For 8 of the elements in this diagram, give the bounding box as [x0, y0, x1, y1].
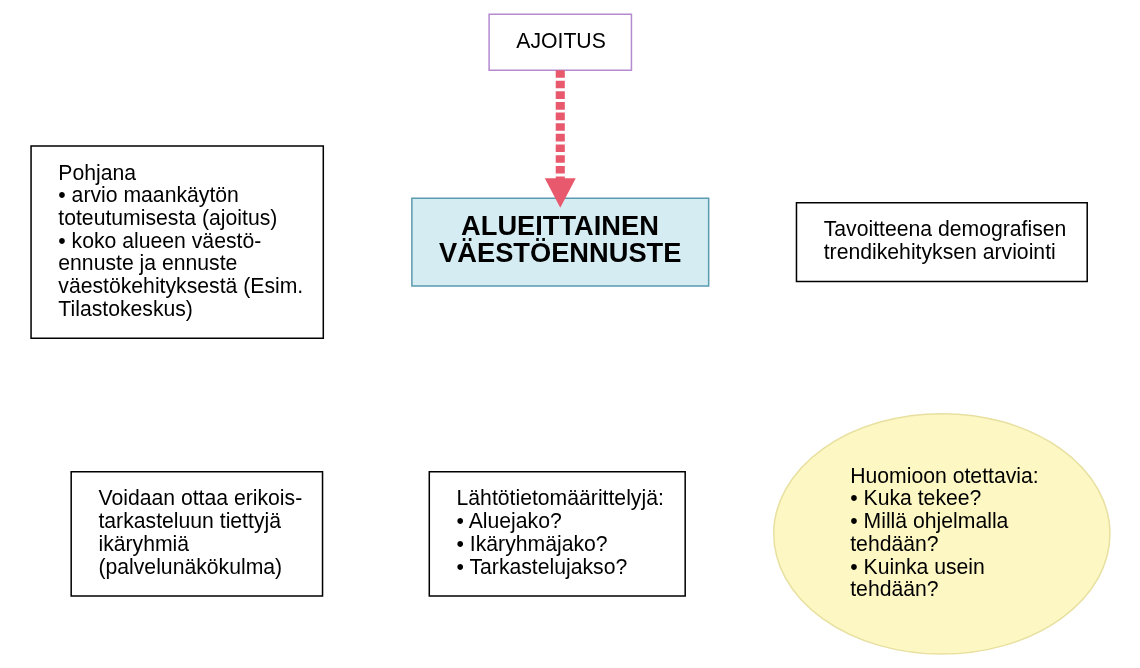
- node-box: Tavoitteena demografisen trendikehityksen arviointi: [795, 201, 1088, 283]
- node-box: Lähtötietomäärittelyjä: • Aluejako? • Ikäryhmäjako? • Tarkastelujakso?: [428, 471, 686, 597]
- node-box: ALUEITTAINEN VÄESTÖENNUSTE: [410, 197, 709, 287]
- node-ellipse: Huomioon otettavia: • Kuka tekee? • Millä ohjelmalla tehdään? • Kuinka usein tehdään?: [772, 412, 1111, 655]
- node-box: Voidaan ottaa erikois- tarkasteluun tiettyjä ikäryhmiä (palvelunäkökulma): [69, 471, 323, 597]
- node-box: AJOITUS: [487, 13, 632, 71]
- arrow: [544, 70, 576, 208]
- node-box: Pohjana • arvio maankäytön toteutumisesta (ajoitus) • koko alueen väestö- ennuste ja ennuste väestökehityksestä (Esim. Tilastokeskus): [29, 145, 324, 339]
